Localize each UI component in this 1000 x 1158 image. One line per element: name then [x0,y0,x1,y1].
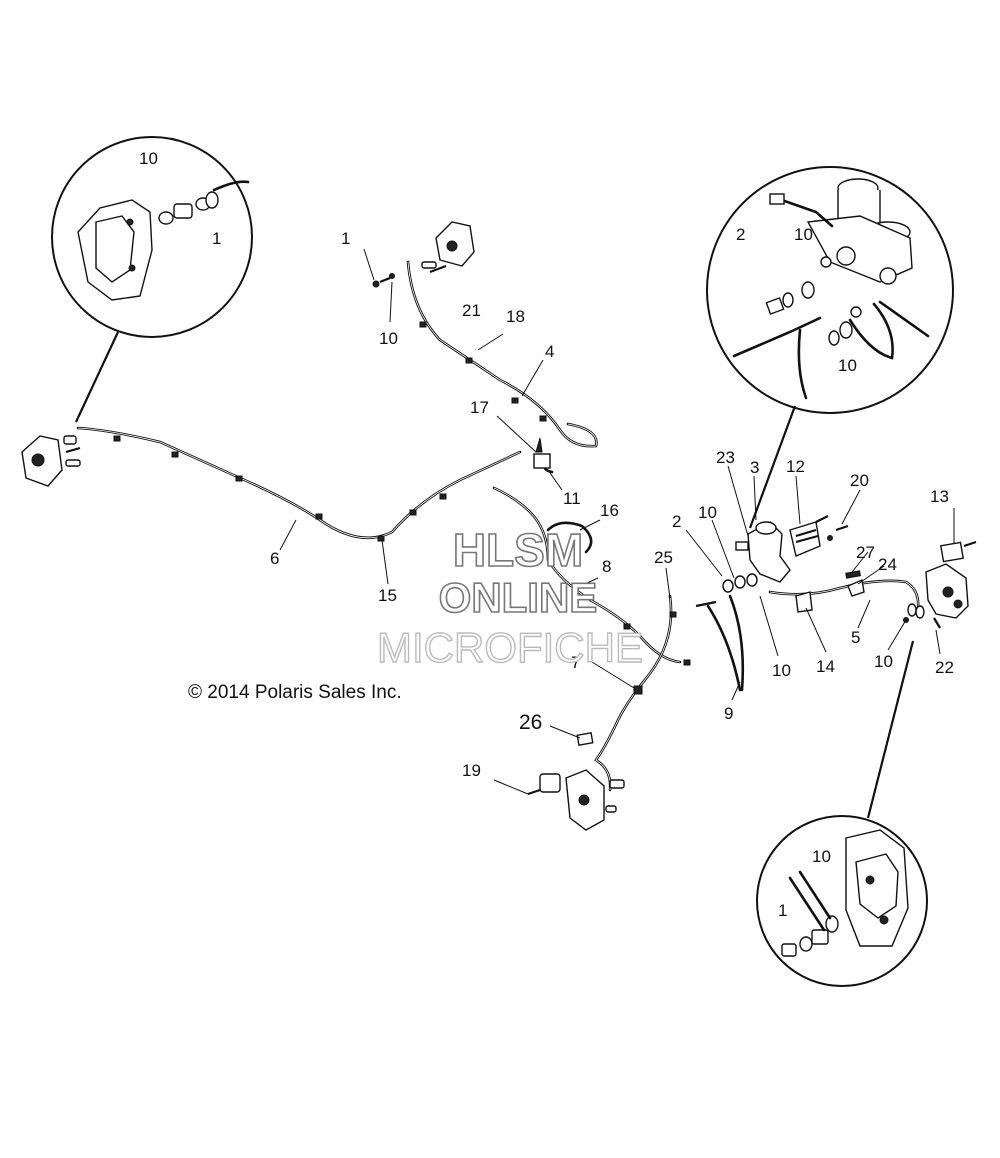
callout-10: 10 [772,661,791,680]
callout-7: 7 [571,653,580,672]
callout-labels: 10 1 1 10 21 18 4 17 6 15 11 16 8 7 25 2… [139,149,954,920]
line-clips [113,321,691,666]
callout-1: 1 [778,901,787,920]
callout-5: 5 [851,628,860,647]
callout-6: 6 [270,549,279,568]
callout-1: 1 [341,229,350,248]
callout-10: 10 [698,503,717,522]
callout-10: 10 [794,225,813,244]
watermark-line-2: ONLINE [439,574,598,621]
junction-block-17 [533,453,551,469]
callout-10: 10 [379,329,398,348]
detail-circle-rear-caliper [756,640,928,987]
brake-line-9 [706,604,742,692]
watermark: HLSM ONLINE MICROFICHE [376,523,643,672]
watermark-line-3: MICROFICHE [377,624,643,671]
callout-20: 20 [850,471,869,490]
clip-26 [576,732,594,746]
detail-circle-front-left-caliper [51,136,253,423]
callout-14: 14 [816,657,835,676]
right-front-caliper [421,221,475,269]
callout-22: 22 [935,658,954,677]
callout-16: 16 [600,501,619,520]
callout-2: 2 [736,225,745,244]
copyright-text: © 2014 Polaris Sales Inc. [188,682,402,703]
callout-10: 10 [139,149,158,168]
callout-24: 24 [878,555,897,574]
brake-line-5 [768,579,920,612]
callout-23: 23 [716,448,735,467]
callout-27: 27 [856,543,875,562]
callout-12: 12 [786,457,805,476]
callout-15: 15 [378,586,397,605]
rear-right-caliper [925,563,969,619]
callout-8: 8 [602,557,611,576]
callout-4: 4 [545,342,554,361]
left-front-caliper [21,435,81,487]
master-cylinder [735,521,791,583]
callout-3: 3 [750,458,759,477]
block-13 [939,541,965,563]
bracket-14 [795,591,813,613]
brake-line-4 [406,260,598,448]
watermark-line-1: HLSM [453,524,583,576]
callout-1: 1 [212,229,221,248]
leader-lines [279,248,955,795]
callout-17: 17 [470,398,489,417]
bracket-12 [789,521,821,557]
callout-11: 11 [563,489,581,508]
brake-line-16 [546,521,593,554]
callout-26: 26 [519,711,542,734]
callout-10: 10 [838,356,857,375]
callout-10: 10 [812,847,831,866]
callout-9: 9 [724,704,733,723]
callout-25: 25 [654,548,673,567]
detail-circle-master-cylinder [706,166,954,529]
callout-10: 10 [874,652,893,671]
callout-2: 2 [672,512,681,531]
callout-21: 21 [462,301,481,320]
callout-19: 19 [462,761,481,780]
callout-18: 18 [506,307,525,326]
rear-left-caliper [539,769,625,831]
callout-13: 13 [930,487,949,506]
